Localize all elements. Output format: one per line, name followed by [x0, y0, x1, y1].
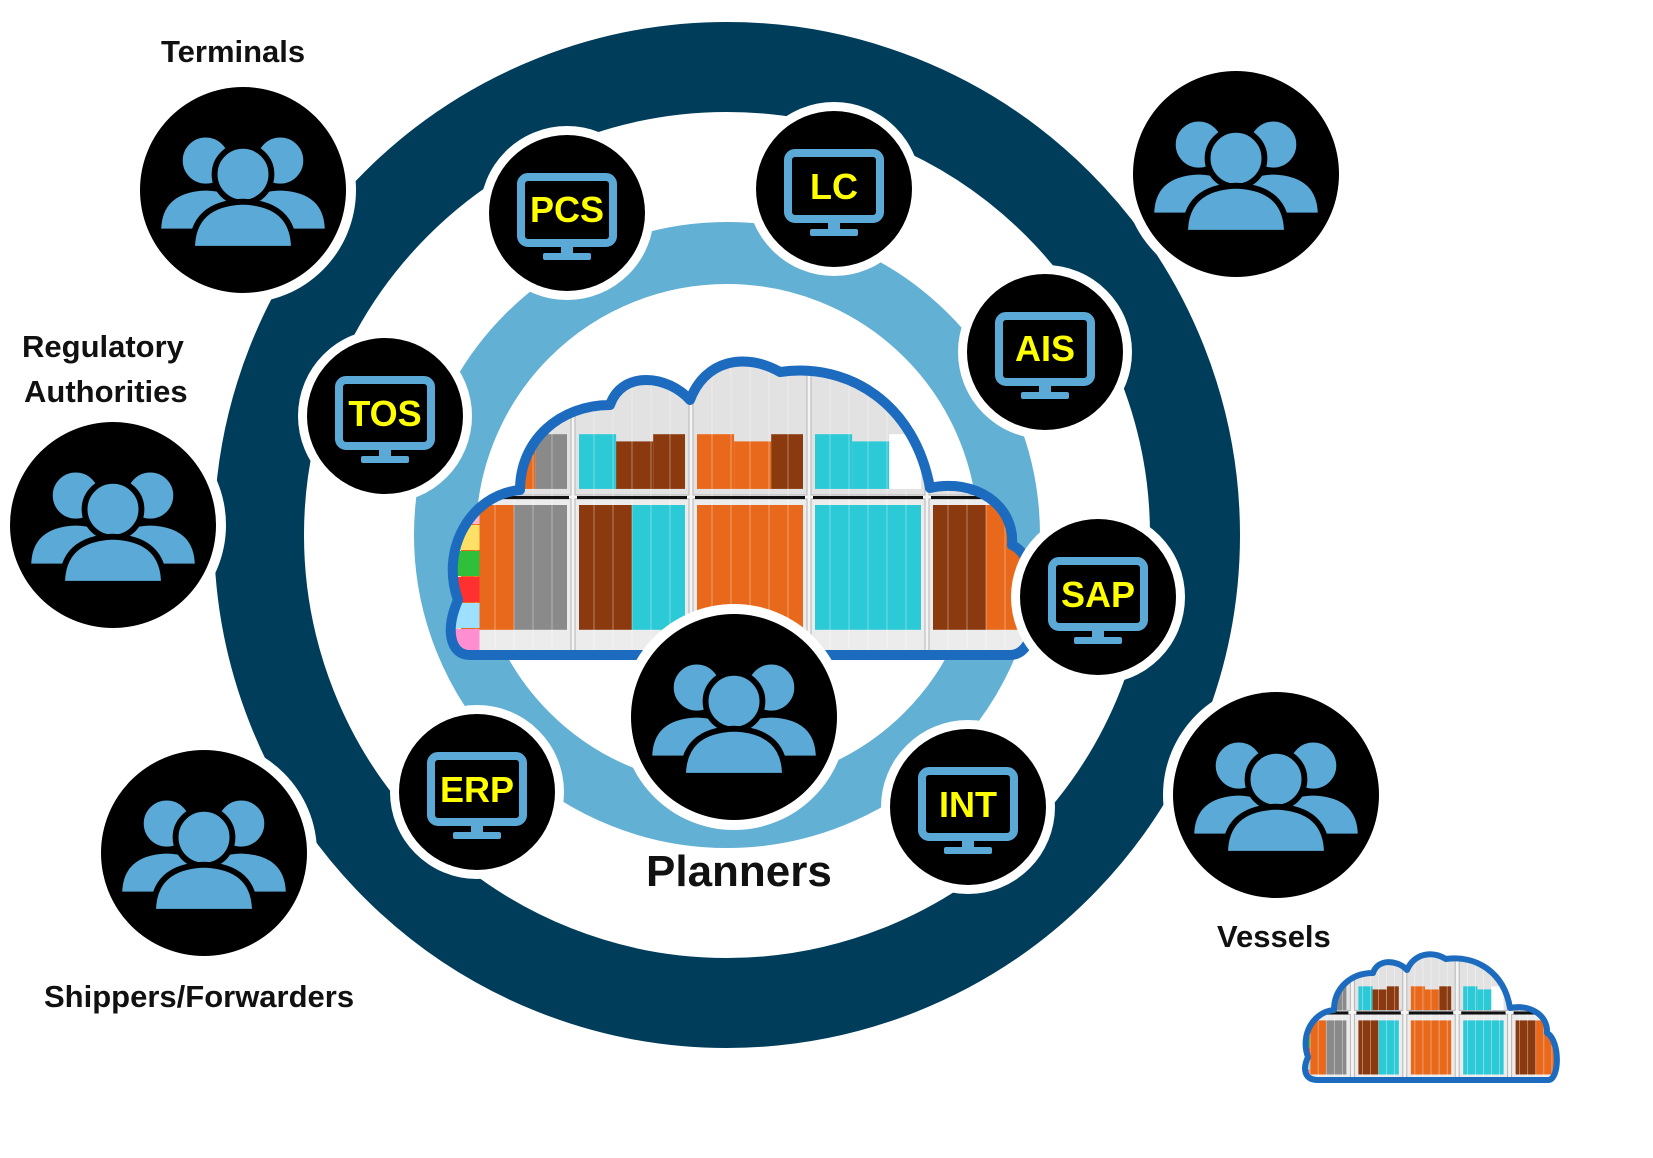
main-cloud-hatch-cover: [813, 496, 923, 499]
small-cloud-bay-block: [1358, 986, 1373, 1011]
main-cloud-bay-block: [852, 441, 890, 489]
small-cloud-bay-block: [1306, 986, 1321, 1011]
small-cloud-bay-block: [1326, 1020, 1347, 1075]
small-cloud-screenshot: [1305, 954, 1557, 1080]
pcs-node: [480, 126, 654, 300]
small-cloud-bay-block: [1543, 986, 1556, 1011]
small-cloud-legend-swatch: [1305, 1014, 1310, 1025]
main-cloud-bay-block: [868, 505, 921, 630]
small-cloud-hatch-cover: [1408, 1011, 1454, 1015]
people-group-icon: [29, 470, 198, 584]
small-cloud-bay-block: [1463, 1020, 1484, 1075]
main-cloud-bay-block: [815, 434, 853, 489]
main-cloud-hatch-cover: [459, 496, 569, 499]
terminals-label: Terminals: [161, 34, 306, 69]
small-cloud-hatch-cover: [1461, 1011, 1506, 1015]
system-label-lc: LC: [810, 166, 858, 207]
main-cloud-bay-block: [815, 505, 868, 630]
planners-node: [621, 604, 847, 830]
small-cloud-bay-block: [1386, 986, 1399, 1011]
system-label-erp: ERP: [439, 769, 515, 810]
main-cloud-bay-block: [579, 505, 632, 630]
main-cloud-bay-block: [734, 441, 772, 489]
small-cloud-bay-block: [1431, 1020, 1452, 1075]
vessels-node: [1163, 682, 1389, 908]
unlabeled-stakeholder-node: [1123, 61, 1349, 287]
sap-node: [1011, 510, 1185, 684]
people-group-icon: [1152, 119, 1321, 233]
system-label-tos: TOS: [348, 393, 422, 434]
system-label-int: INT: [939, 784, 997, 825]
small-cloud-bay-block: [1463, 986, 1478, 1011]
people-group-icon: [120, 798, 289, 912]
people-group-icon: [650, 662, 819, 776]
small-cloud-bay-block: [1410, 986, 1425, 1011]
main-cloud-bay-block: [653, 434, 685, 489]
small-cloud-bay-upper: [1511, 954, 1557, 1011]
main-cloud-hatch-cover: [577, 496, 687, 499]
main-cloud-hatch-cover: [695, 496, 805, 499]
system-label-ais: AIS: [1014, 328, 1075, 369]
terminals-node: [130, 77, 356, 303]
small-cloud-icon: [1302, 951, 1560, 1083]
main-cloud-bay-block: [933, 505, 986, 630]
small-cloud-bay-block: [1306, 1020, 1327, 1075]
people-group-icon: [1192, 740, 1361, 854]
system-label-pcs: PCS: [529, 189, 605, 230]
system-label-sap: SAP: [1060, 574, 1136, 615]
main-cloud-bay-block: [632, 505, 685, 630]
cloud-icon: [445, 356, 1042, 660]
small-cloud-bay-block: [1358, 1020, 1379, 1075]
small-cloud-bay-block: [1378, 1020, 1399, 1075]
ais-node: [958, 265, 1132, 439]
main-cloud-bay-block: [771, 434, 803, 489]
small-cloud-bay-block: [1410, 1020, 1431, 1075]
small-cloud-bay-block: [1491, 986, 1504, 1011]
regulatory-node: [0, 412, 226, 638]
regulatory-label-line1: Regulatory: [22, 329, 184, 364]
lc-node: [747, 102, 921, 276]
main-cloud-bay-block: [697, 434, 735, 489]
main-cloud-bay-block: [579, 434, 617, 489]
small-cloud-bay-block: [1424, 989, 1440, 1011]
main-cloud-bay-block: [616, 441, 654, 489]
erp-node: [390, 705, 564, 879]
small-cloud-bay-block: [1515, 1020, 1536, 1075]
small-cloud-bay-block: [1372, 989, 1387, 1011]
shippers-node: [91, 740, 317, 966]
small-cloud-bay-block: [1439, 986, 1452, 1011]
tos-node: [298, 329, 472, 503]
int-node: [881, 720, 1055, 894]
vessels-label: Vessels: [1217, 919, 1331, 954]
shippers-label: Shippers/Forwarders: [44, 979, 355, 1014]
main-cloud-bay-block: [514, 505, 567, 630]
outer-ring: [214, 22, 1240, 1048]
main-cloud-bay-block: [535, 434, 567, 489]
regulatory-label-line2: Authorities: [24, 374, 188, 409]
small-cloud-bay-block: [1477, 989, 1492, 1011]
small-cloud-bay-block: [1483, 1020, 1504, 1075]
planners-label: Planners: [646, 847, 832, 896]
small-cloud-hatch-cover: [1356, 1011, 1401, 1015]
people-group-icon: [159, 135, 328, 249]
